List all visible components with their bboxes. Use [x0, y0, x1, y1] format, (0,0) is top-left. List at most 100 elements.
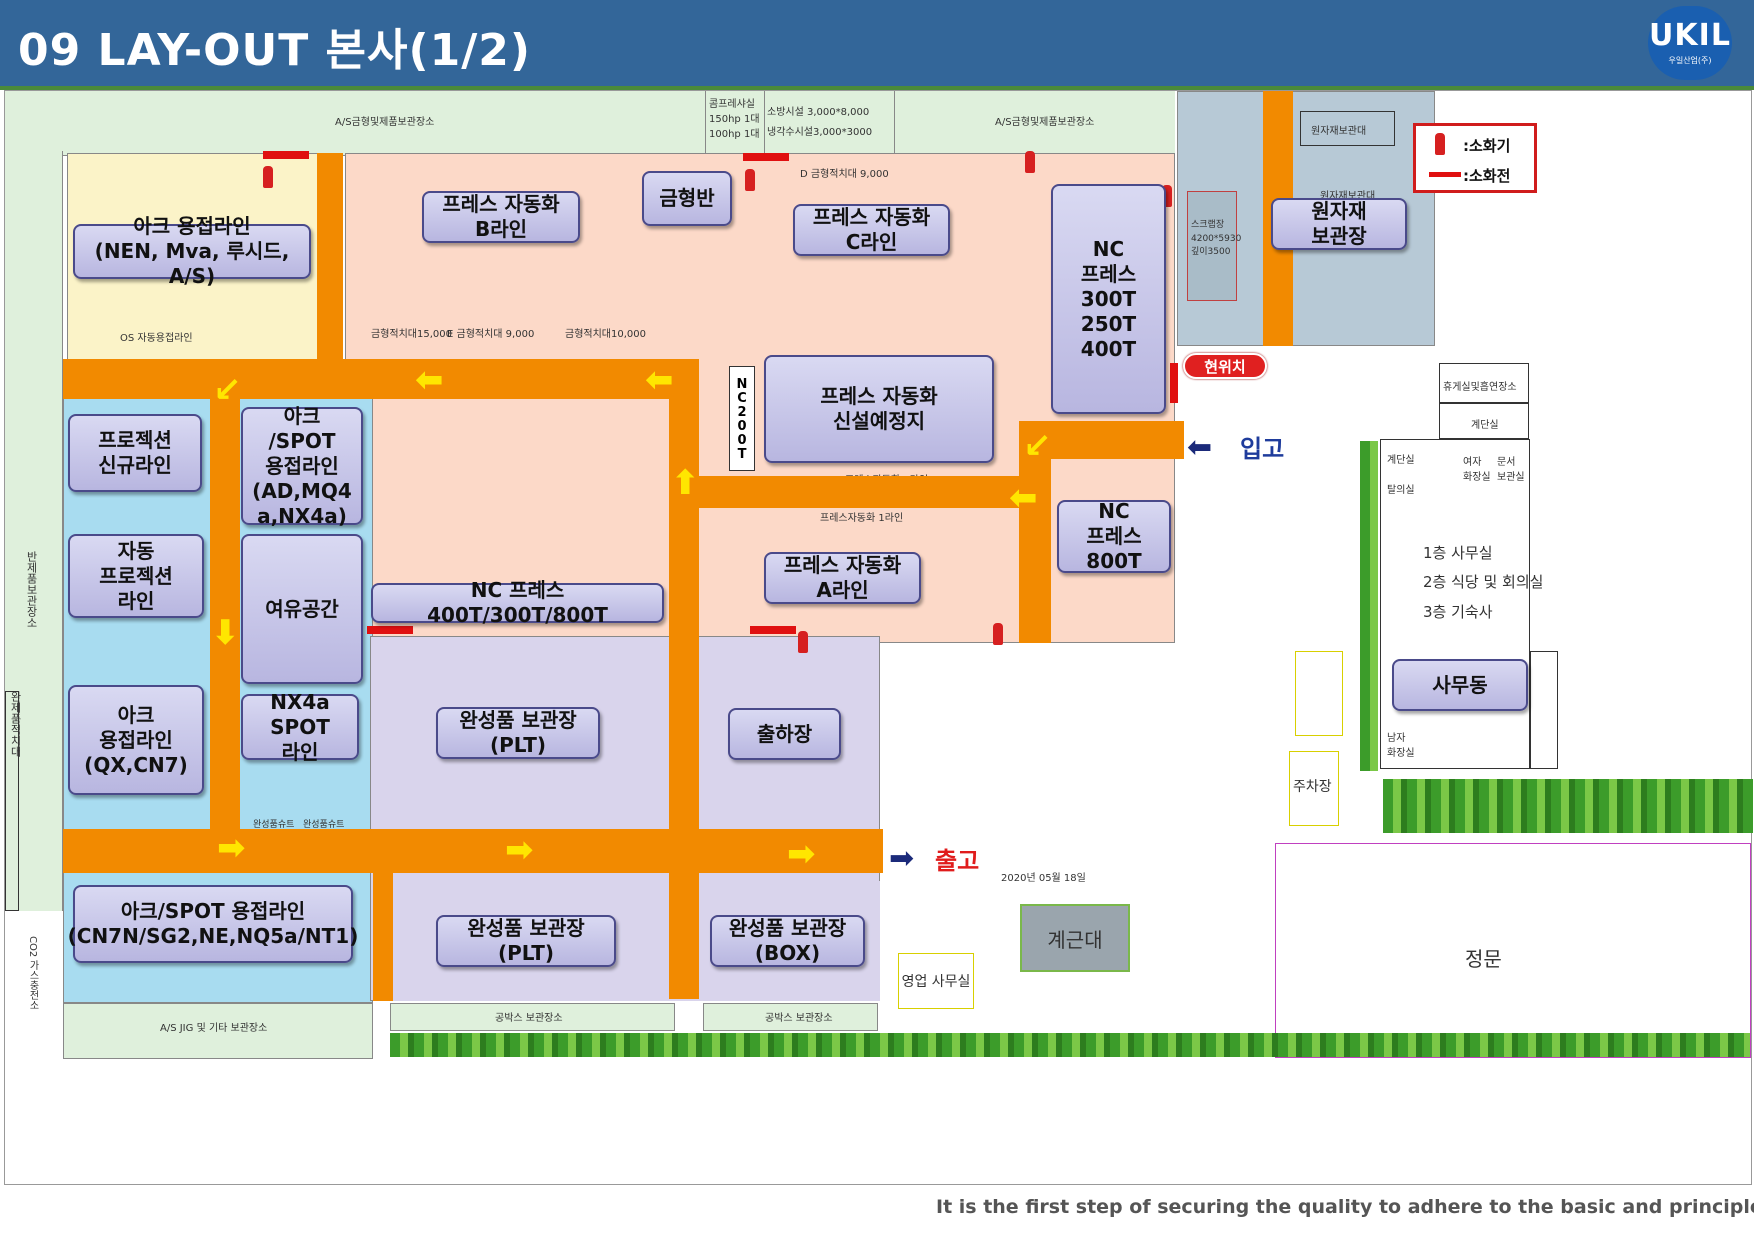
road-middle-horizontal — [669, 476, 1049, 508]
left-strip — [5, 151, 63, 911]
date-label: 2020년 05월 18일 — [1001, 873, 1086, 884]
compressor-room — [705, 91, 765, 156]
press-new-label: 프레스 자동화 신설예정지 — [764, 355, 994, 463]
arrow-down-left-icon: ↙ — [213, 370, 242, 410]
os-line-label: OS 자동용접라인 — [120, 333, 193, 344]
mold-rack-label-2: E 금형적치대 9,000 — [447, 329, 535, 340]
nc-800t-label: NC 프레스 800T — [1057, 499, 1171, 573]
projection-new-label: 프로젝션 신규라인 — [68, 414, 202, 492]
mold-shop-label: 금형반 — [642, 171, 732, 226]
weighbridge-label: 계근대 — [1047, 927, 1103, 952]
finished-plt-1-label: 완성품 보관장 (PLT) — [436, 707, 600, 759]
weighbridge: 계근대 — [1020, 904, 1130, 972]
current-location-label: 현위치 — [1204, 357, 1246, 376]
road-bottom-left-vertical — [373, 873, 393, 1001]
arrow-right-icon-2: ➡ — [505, 830, 534, 870]
road-top-horizontal — [63, 359, 698, 399]
legend-hydrant-icon — [1429, 172, 1461, 177]
fire-extinguisher-icon — [798, 631, 808, 653]
nc-press-row-label: NC 프레스 400T/300T/800T — [371, 578, 664, 627]
office-bldg-label: 사무동 — [1392, 659, 1528, 711]
finished-box-label: 완성품 보관장 (BOX) — [710, 915, 865, 967]
arrow-left-icon: ⬅ — [415, 360, 444, 400]
office-floors-label: 1층 사무실 2층 식당 및 회의실 3층 기숙사 — [1423, 544, 1544, 621]
fire-hydrant-icon — [743, 153, 789, 161]
logo-text: UKIL — [1649, 18, 1731, 53]
main-gate-area — [1275, 843, 1751, 1058]
raw-storage-rack-label-2: 원자재보관대 — [1320, 191, 1376, 202]
parking-label: 주차장 — [1293, 779, 1332, 795]
legend-extinguisher-icon — [1435, 133, 1445, 155]
arc-spot-bottom-label: 아크/SPOT 용접라인 (CN7N/SG2,NE,NQ5a/NT1) — [68, 885, 358, 963]
parking-lot — [1289, 751, 1339, 826]
legend-extinguisher-label: :소화기 — [1463, 137, 1511, 155]
fire-extinguisher-icon — [745, 169, 755, 191]
arrow-down-icon: ⬇ — [211, 613, 240, 653]
legend-box — [1413, 123, 1537, 193]
stairs-top-label: 계단실 — [1471, 420, 1499, 431]
fire-extinguisher-icon — [1025, 151, 1035, 173]
empty-box-label-1: 공박스 보관장소 — [495, 1013, 563, 1024]
fire-hydrant-icon — [750, 626, 796, 634]
fire-hydrant-icon — [1170, 363, 1178, 403]
left-strip-label-1: 반제품보관장소 — [25, 551, 38, 628]
as-jig-storage — [63, 1003, 373, 1059]
fire-extinguisher-icon — [993, 623, 1003, 645]
shower-label: 탈의실 — [1387, 485, 1415, 496]
finished-plt-2-label: 완성품 보관장 (PLT) — [436, 915, 616, 967]
trees-bottom — [390, 1033, 1750, 1057]
mold-rack-d-label: D 금형적치대 9,000 — [800, 169, 889, 180]
sales-office-label: 영업 사무실 — [901, 974, 971, 990]
arrow-up-icon: ⬆ — [671, 463, 700, 503]
trees-right — [1383, 779, 1753, 833]
fire-extinguisher-icon — [1162, 185, 1172, 207]
main-gate-label: 정문 — [1465, 947, 1502, 971]
road-inbound — [1019, 421, 1184, 459]
arrow-right-icon: ➡ — [217, 828, 246, 868]
auto-projection-label: 자동 프로젝션 라인 — [68, 534, 204, 618]
finished-chute-2: 완성품슈트 — [303, 820, 345, 830]
outbound-label: 출고 — [935, 847, 980, 875]
co2-label: CO2 가스충전소 — [27, 936, 38, 1011]
arrow-down-left-icon-2: ↙ — [1023, 426, 1052, 466]
inbound-arrow-icon: ⬅ — [1187, 430, 1213, 465]
press-a-label: 프레스 자동화 A라인 — [764, 552, 921, 604]
stairs-top — [1439, 403, 1529, 439]
road-bottom-horizontal — [63, 829, 883, 873]
mold-rack-label-1: 금형적치대15,000 — [371, 329, 452, 340]
scrap-yard-label: 스크랩장 4200*5930 깊이3500 — [1191, 220, 1242, 257]
scrap-yard — [1187, 191, 1237, 301]
press-line-1-label: 프레스자동화 1라인 — [820, 513, 904, 524]
nc200t-label: NC200T — [734, 376, 750, 461]
footer-tagline: It is the first step of securing the qua… — [936, 1196, 1754, 1218]
road-center-vertical — [669, 359, 699, 999]
fire-extinguisher-icon — [263, 166, 273, 188]
office-building — [1380, 439, 1530, 769]
trees-office-left — [1360, 441, 1378, 771]
fire-hydrant-icon — [263, 151, 309, 159]
mold-rack-label-3: 금형적치대10,000 — [565, 329, 646, 340]
arrow-left-icon-3: ⬅ — [1009, 478, 1038, 518]
as-jig-label: A/S JIG 및 기타 보관장소 — [160, 1023, 268, 1034]
press-c-label: 프레스 자동화 C라인 — [793, 204, 950, 256]
outbound-arrow-icon: ➡ — [889, 841, 915, 876]
female-wc-label: 여자 화장실 — [1463, 457, 1491, 483]
spare-space-label: 여유공간 — [241, 534, 363, 684]
empty-box-storage-2 — [703, 1003, 878, 1031]
fire-facility-label: 소방시설 3,000*8,000 냉각수시설3,000*3000 — [767, 107, 873, 138]
stairs-label: 계단실 — [1387, 455, 1415, 466]
empty-box-label-2: 공박스 보관장소 — [765, 1013, 833, 1024]
nc200t-box: NC200T — [729, 366, 755, 471]
finished-chute-1: 완성품슈트 — [253, 820, 295, 830]
as-storage-left-label: A/S금형및제품보관장소 — [335, 117, 435, 128]
as-storage-right-label: A/S금형및제품보관장소 — [995, 117, 1095, 128]
company-logo: UKIL 우일산업(주) — [1648, 6, 1732, 80]
office-side — [1530, 651, 1558, 769]
rest-area — [1439, 363, 1529, 403]
nx4a-spot-label: NX4a SPOT 라인 — [241, 690, 359, 764]
legend-hydrant-label: :소화전 — [1463, 167, 1511, 185]
docs-label: 문서 보관실 — [1497, 457, 1525, 483]
raw-storage-rack-label: 원자재보관대 — [1311, 126, 1367, 137]
left-storage-box — [5, 691, 19, 911]
raw-material-label: 원자재 보관장 — [1271, 198, 1407, 250]
